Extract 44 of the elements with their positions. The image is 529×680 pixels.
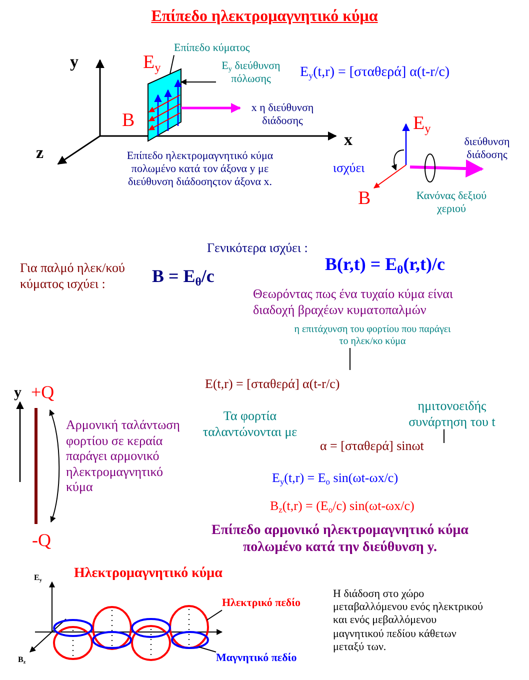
note-text: Γενικότερα ισχύει :: [207, 240, 308, 256]
formula: B$_{z}$(t,r) = (E$_{o}$/c) sin(ωt-ωx/c): [270, 498, 414, 514]
leader-arrow: [180, 79, 216, 85]
callout-label: η επιτάχυνση του φορτίου που παράγει το ηλεκ/κο κύμα: [290, 324, 455, 348]
direction-label: x η διεύθυνση διάδοσης: [240, 102, 325, 128]
note-text: Θεωρόντας πως ένα τυχαίο κύμα είναι διαδοχή βραχέων κυματοπαλμών: [253, 286, 454, 318]
formula: B = E$_{θ}$/c: [152, 266, 214, 288]
callout-label: Μαγνητικό πεδίο: [216, 652, 297, 666]
arrow: [181, 103, 241, 113]
axis-label: E$_{y}$: [34, 573, 42, 583]
note-text: Τα φορτία ταλαντώνονται με: [202, 408, 298, 440]
note-text: Αρμονική ταλάντωση φορτίου σε κεραία παράγει αρμονικό ηλεκτρομαγνητικό κύμα: [66, 417, 181, 495]
field-symbol: B: [122, 110, 135, 133]
axis-label: x: [344, 130, 352, 150]
heading-text: Ηλεκτρομαγνητικό κύμα: [74, 566, 222, 583]
title: Επίπεδο ηλεκτρομαγνητικό κύμα: [150, 8, 379, 26]
leader-line: [170, 54, 174, 74]
axis-label: y: [14, 384, 22, 402]
direction-label: διεύθυνση διάδοσης: [463, 136, 511, 162]
note-text: Για παλμό ηλεκ/κού κύματος ισχύει :: [20, 260, 126, 292]
axis-label: B$_{z}$: [18, 655, 26, 665]
formula: E$_{y}$(t,r) = E$_{o}$ sin(ωt-ωx/c): [272, 470, 398, 486]
rule-label: Κανόνας δεξιού χεριού: [415, 190, 488, 216]
axis-label: y: [70, 52, 78, 72]
formula: E$_{y}$(t,r) = [σταθερά] α(t-r/c): [300, 65, 450, 82]
formula: E(t,r) = [σταθερά] α(t-r/c): [205, 376, 340, 392]
note-text: ισχύει: [333, 160, 365, 176]
callout-label: Επίπεδο κύματος: [174, 42, 250, 56]
charge-label: -Q: [32, 530, 51, 552]
callout-label: Ηλεκτρικό πεδίο: [222, 597, 301, 610]
leader-line: [206, 610, 222, 620]
charge-label: +Q: [31, 382, 54, 404]
paragraph: Η διάδοση στο χώρο μεταβαλλόμενου ενός ηλεκτρικού και ενός μεβαλλόμενου μαγνητικού πεδίου κάθετων μεταξύ των.: [333, 588, 483, 654]
callout-label: E$_{y}$ διεύθυνση πόλωσης: [216, 60, 286, 86]
leader-line: [198, 646, 216, 652]
callout-label: ημιτονοειδής συνάρτηση του t: [396, 398, 508, 430]
field-symbol: B: [358, 188, 371, 211]
axis-label: z: [36, 143, 44, 164]
formula: B(r,t) = E$_{θ}$(r,t)/c: [325, 254, 446, 276]
caption-text: Επίπεδο ηλεκτρομαγνητικό κύμα πολωμένο κατά τον άξονα y με διεύθυνση διάδοσηςτον άξονα x.: [126, 150, 274, 190]
field-symbol: E$_{y}$: [413, 113, 431, 136]
field-symbol: E$_{y}$: [143, 52, 161, 75]
formula: α = [σταθερά] sinωt: [320, 438, 424, 454]
heading-text: Επίπεδο αρμονικό ηλεκτρομαγνητικό κύμα πολωμένο κατά την διεύθυνση y.: [210, 523, 470, 557]
